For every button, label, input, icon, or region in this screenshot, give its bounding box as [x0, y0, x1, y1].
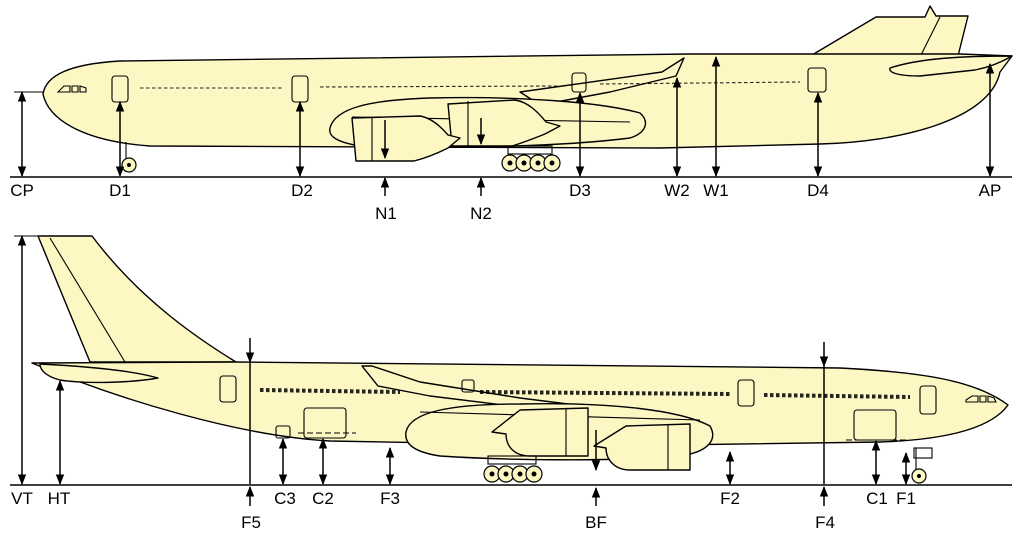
label-f3: F3 [380, 489, 400, 508]
label-w2: W2 [664, 181, 690, 200]
label-w1: W1 [703, 181, 729, 200]
label-d2: D2 [291, 181, 313, 200]
label-cp: CP [10, 181, 34, 200]
bottom-nose-gear [911, 447, 933, 484]
label-f4: F4 [815, 513, 835, 532]
bottom-engine-inner [491, 407, 589, 457]
label-d3: D3 [569, 181, 591, 200]
label-n2: N2 [470, 204, 492, 223]
label-d1: D1 [109, 181, 131, 200]
top-vertical-tail [811, 5, 969, 57]
label-bf: BF [585, 513, 607, 532]
label-vt: VT [11, 489, 33, 508]
top-cockpit-windows [56, 85, 87, 93]
label-n1: N1 [375, 204, 397, 223]
bottom-main-gear [483, 455, 543, 483]
label-ht: HT [48, 489, 71, 508]
label-c2: C2 [312, 489, 334, 508]
top-main-gear [501, 145, 561, 172]
label-c3: C3 [274, 489, 296, 508]
label-d4: D4 [807, 181, 829, 200]
bottom-cockpit-windows [965, 395, 997, 403]
label-c1: C1 [866, 489, 888, 508]
bottom-aircraft-view: VT HT F5 C3 C2 F3 BF F2 F4 C1 F1 [10, 234, 1012, 532]
label-ap: AP [979, 181, 1002, 200]
bottom-horizontal-stabilizer [39, 363, 159, 384]
top-aircraft-view: CP D1 D2 N1 N2 D3 W2 W1 D4 AP [10, 5, 1013, 223]
label-f1: F1 [896, 489, 916, 508]
bottom-engine-outer [593, 423, 691, 471]
top-nose-gear [121, 142, 137, 173]
top-horizontal-stabilizer [889, 55, 1013, 77]
top-engine-n2 [447, 99, 561, 147]
bottom-vertical-tail [37, 235, 237, 363]
label-f5: F5 [241, 513, 261, 532]
label-f2: F2 [720, 489, 740, 508]
top-engine-n1 [351, 115, 461, 162]
